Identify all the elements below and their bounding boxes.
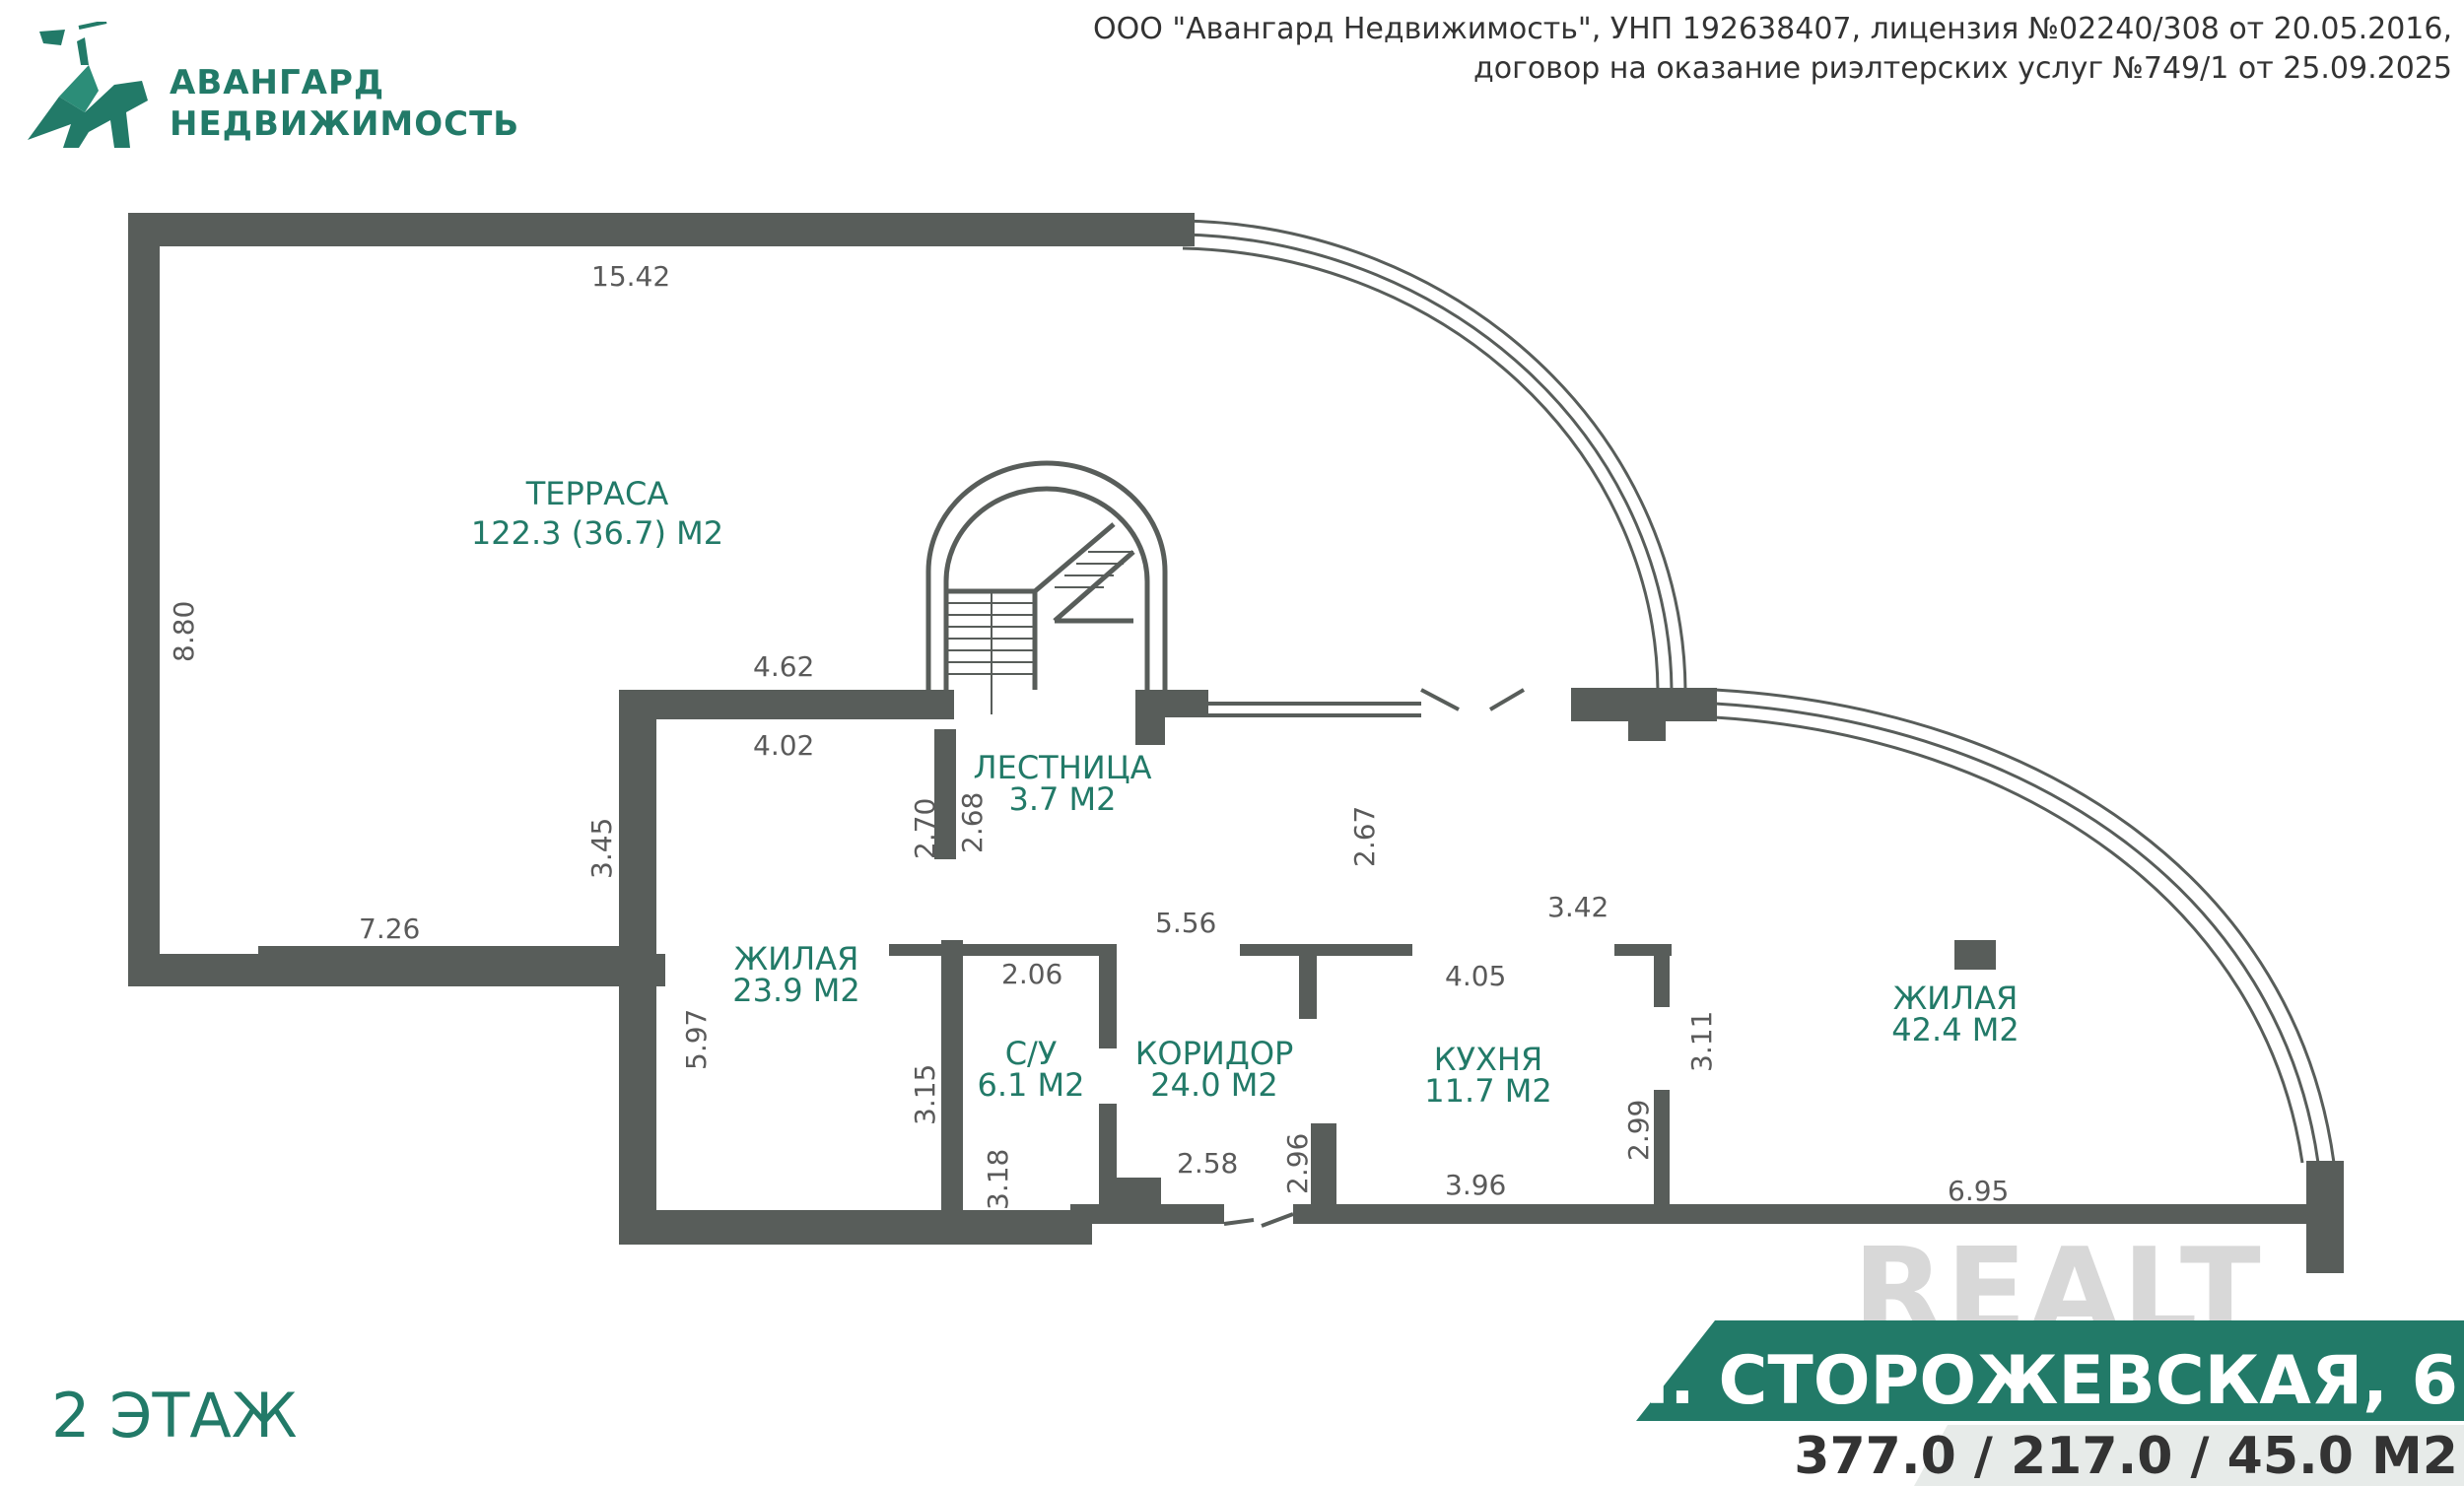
dim-2-70: 2.70 xyxy=(909,798,941,859)
stairs-name: ЛЕСТНИЦА xyxy=(974,749,1152,786)
corridor-area: 24.0 М2 xyxy=(1150,1066,1277,1104)
dim-3-15: 3.15 xyxy=(909,1064,941,1125)
dim-4-05: 4.05 xyxy=(1445,960,1506,992)
kitchen-name: КУХНЯ xyxy=(1434,1041,1542,1078)
address: УЛ. СТОРОЖЕВСКАЯ, 6 xyxy=(1562,1342,2458,1420)
dim-2-06: 2.06 xyxy=(1001,958,1062,990)
legal-line2: договор на оказание риэлтерских услуг №7… xyxy=(1472,51,2452,86)
dim-3-18: 3.18 xyxy=(982,1149,1014,1210)
corridor-name: КОРИДОР xyxy=(1135,1035,1294,1072)
doors xyxy=(1223,688,1526,1228)
dim-3-45: 3.45 xyxy=(585,818,618,879)
legal-line1: ООО "Авангард Недвижимость", УНП 1926384… xyxy=(1092,12,2452,46)
living-left-name: ЖИЛАЯ xyxy=(734,940,859,978)
dim-15-42: 15.42 xyxy=(591,260,670,293)
dim-2-96: 2.96 xyxy=(1281,1133,1314,1194)
bathroom-area: 6.1 М2 xyxy=(977,1066,1084,1104)
stair-bay xyxy=(925,460,1168,690)
brand-name-line2: НЕДВИЖИМОСТЬ xyxy=(170,104,520,144)
legal-info: ООО "Авангард Недвижимость", УНП 1926384… xyxy=(1093,10,2452,89)
stairs-area: 3.7 М2 xyxy=(1008,780,1116,818)
terrace-area: 122.3 (36.7) М2 xyxy=(471,514,723,552)
dim-7-26: 7.26 xyxy=(359,912,420,945)
dim-6-95: 6.95 xyxy=(1948,1175,2009,1207)
dim-5-97: 5.97 xyxy=(680,1009,713,1070)
stair-steps xyxy=(948,551,1133,714)
area-summary: 377.0 / 217.0 / 45.0 М2 xyxy=(1794,1427,2458,1486)
living-left-area: 23.9 М2 xyxy=(732,972,859,1009)
brand: АВАНГАРД НЕДВИЖИМОСТЬ xyxy=(20,22,518,160)
dim-5-56: 5.56 xyxy=(1155,907,1216,939)
dim-4-02: 4.02 xyxy=(753,729,814,762)
address-banner xyxy=(1636,1320,2464,1486)
dim-2-68: 2.68 xyxy=(956,792,989,853)
floor-label: 2 ЭТАЖ xyxy=(51,1380,298,1452)
dim-8-80: 8.80 xyxy=(168,601,200,662)
room-labels: ТЕРРАСА 122.3 (36.7) М2 ЛЕСТНИЦА 3.7 М2 … xyxy=(471,475,2019,1110)
dim-3-42: 3.42 xyxy=(1547,891,1608,923)
dim-2-67: 2.67 xyxy=(1348,806,1381,867)
dim-3-11: 3.11 xyxy=(1685,1011,1718,1072)
dim-2-99: 2.99 xyxy=(1622,1100,1655,1161)
living-right-area: 42.4 М2 xyxy=(1891,1011,2019,1048)
living-right-name: ЖИЛАЯ xyxy=(1893,979,2019,1017)
dimension-labels: 15.42 8.80 4.62 4.02 7.26 3.45 2.70 2.68… xyxy=(168,260,2009,1210)
dim-2-58: 2.58 xyxy=(1177,1147,1238,1180)
bathroom-name: С/У xyxy=(1005,1035,1058,1072)
window-arc-right xyxy=(1714,688,2336,1164)
dim-3-96: 3.96 xyxy=(1445,1169,1506,1201)
window-arc-top xyxy=(1182,219,1687,691)
kitchen-area: 11.7 М2 xyxy=(1424,1072,1551,1110)
brand-name-line1: АВАНГАРД xyxy=(170,63,385,102)
walls xyxy=(128,213,2344,1273)
dim-4-62: 4.62 xyxy=(753,650,814,683)
knight-horse-logo xyxy=(28,22,148,148)
terrace-name: ТЕРРАСА xyxy=(525,475,669,512)
